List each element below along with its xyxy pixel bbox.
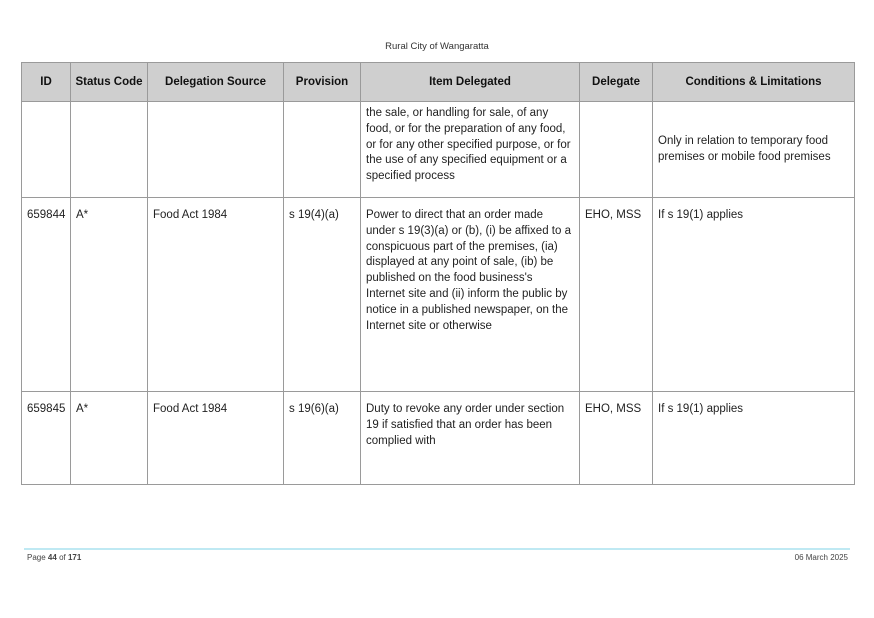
header-status-code: Status Code bbox=[70, 62, 148, 102]
cell-item-delegated: Duty to revoke any order under section 1… bbox=[360, 391, 580, 485]
delegations-table: ID Status Code Delegation Source Provisi… bbox=[21, 62, 855, 485]
cell-delegation-source: Food Act 1984 bbox=[147, 391, 284, 485]
cell-item-delegated: the sale, or handling for sale, of any f… bbox=[360, 101, 580, 198]
cell-provision bbox=[283, 101, 361, 198]
header-item-delegated: Item Delegated bbox=[360, 62, 580, 102]
table-row: 659844 A* Food Act 1984 s 19(4)(a) Power… bbox=[21, 197, 855, 392]
cell-conditions: If s 19(1) applies bbox=[652, 197, 855, 392]
header-provision: Provision bbox=[283, 62, 361, 102]
cell-id: 659844 bbox=[21, 197, 71, 392]
header-delegation-source: Delegation Source bbox=[147, 62, 284, 102]
table-row: the sale, or handling for sale, of any f… bbox=[21, 101, 855, 198]
footer-divider bbox=[24, 548, 850, 550]
cell-delegate: EHO, MSS bbox=[579, 391, 653, 485]
page-total: 171 bbox=[67, 553, 82, 562]
page-prefix: Page bbox=[27, 553, 46, 562]
table-header-row: ID Status Code Delegation Source Provisi… bbox=[21, 62, 855, 102]
page-current: 44 bbox=[47, 553, 57, 562]
cell-delegate: EHO, MSS bbox=[579, 197, 653, 392]
footer-date: 06 March 2025 bbox=[794, 553, 848, 562]
cell-id bbox=[21, 101, 71, 198]
document-header: Rural City of Wangaratta bbox=[385, 41, 489, 52]
cell-item-delegated: Power to direct that an order made under… bbox=[360, 197, 580, 392]
cell-conditions: Only in relation to temporary food premi… bbox=[652, 101, 855, 198]
cell-conditions: If s 19(1) applies bbox=[652, 391, 855, 485]
header-id: ID bbox=[21, 62, 71, 102]
cell-id: 659845 bbox=[21, 391, 71, 485]
cell-delegate bbox=[579, 101, 653, 198]
page-number: Page 44 of 171 bbox=[27, 553, 81, 562]
table-row: 659845 A* Food Act 1984 s 19(6)(a) Duty … bbox=[21, 391, 855, 485]
cell-delegation-source: Food Act 1984 bbox=[147, 197, 284, 392]
cell-provision: s 19(4)(a) bbox=[283, 197, 361, 392]
cell-provision: s 19(6)(a) bbox=[283, 391, 361, 485]
cell-delegation-source bbox=[147, 101, 284, 198]
header-conditions-limitations: Conditions & Limitations bbox=[652, 62, 855, 102]
cell-status-code: A* bbox=[70, 391, 148, 485]
cell-status-code bbox=[70, 101, 148, 198]
header-delegate: Delegate bbox=[579, 62, 653, 102]
cell-status-code: A* bbox=[70, 197, 148, 392]
page-of: of bbox=[59, 553, 66, 562]
